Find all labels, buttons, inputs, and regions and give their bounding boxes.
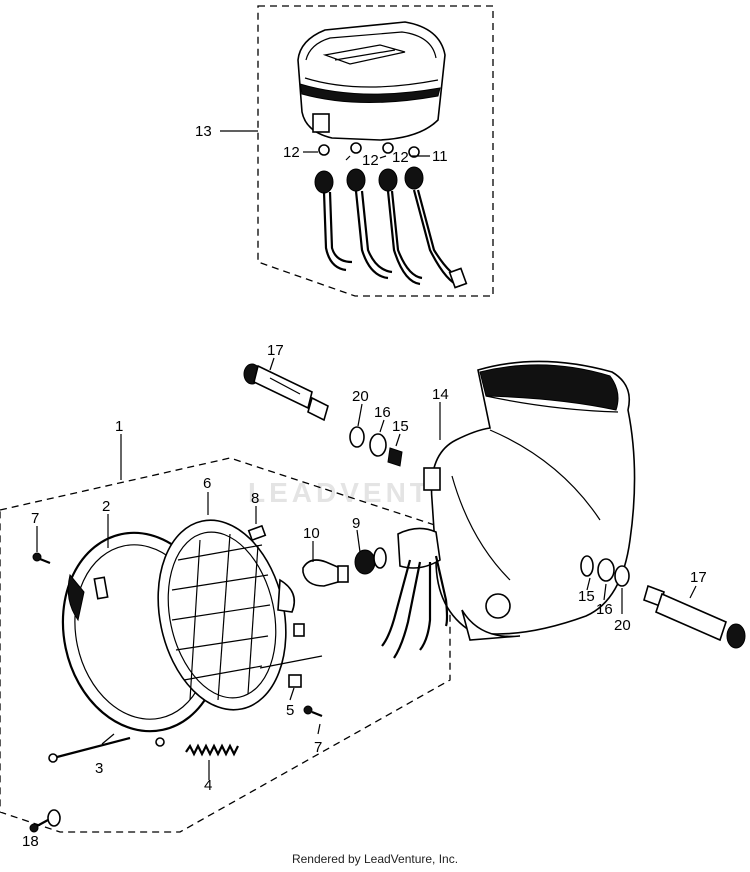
headlight-assembly: 1 2 3 4 5 6 7 7 8 9 10 14 15 15 16 16 17…	[0, 342, 746, 850]
washer-16-lower-part	[597, 558, 615, 582]
collar-15-upper-part	[387, 447, 403, 467]
bolt-17-lower-part	[643, 584, 746, 649]
callout-12-a: 12	[283, 144, 300, 161]
callout-3: 3	[95, 760, 103, 777]
spring-4-part	[185, 743, 239, 757]
callout-6: 6	[203, 475, 211, 492]
callout-7-left: 7	[31, 510, 39, 527]
callout-20-upper: 20	[352, 388, 369, 405]
callout-11: 11	[432, 148, 448, 165]
callout-14: 14	[432, 386, 449, 403]
headlight-assembly-border	[0, 457, 451, 833]
callout-4: 4	[204, 777, 212, 794]
callout-5: 5	[286, 702, 294, 719]
callout-17-lower: 17	[690, 569, 707, 586]
bolt-17-upper-part	[243, 363, 329, 422]
collar-15-lower-part	[580, 555, 594, 577]
washer-20-upper-part	[349, 426, 365, 448]
screw-7-lower-part	[303, 705, 323, 718]
washer-20-lower-part	[614, 565, 630, 587]
speedometer-inset-border	[257, 5, 494, 297]
nut-5-part	[288, 674, 302, 688]
clip-8-part	[247, 524, 267, 542]
callout-18: 18	[22, 833, 39, 850]
callout-10: 10	[303, 525, 320, 542]
callout-15-lower: 15	[578, 588, 595, 605]
headlight-lens-part	[157, 519, 323, 711]
callout-7-lower: 7	[314, 739, 322, 756]
washer-16-upper-part	[369, 433, 387, 457]
callout-1: 1	[115, 418, 123, 435]
callout-9: 9	[352, 515, 360, 532]
callout-20-lower: 20	[614, 617, 631, 634]
bulb-sockets-part	[314, 142, 468, 289]
screw-18-part	[29, 809, 61, 833]
headlight-case-part	[423, 360, 636, 641]
bulb-10-part	[302, 559, 349, 587]
callout-16-upper: 16	[374, 404, 391, 421]
screw-3-part	[48, 736, 131, 763]
callout-17-upper: 17	[267, 342, 284, 359]
speedometer-inset: 13 12 12 12 11	[195, 5, 494, 297]
speedometer-part	[297, 21, 446, 141]
screw-7-left-part	[32, 552, 51, 565]
callout-8: 8	[251, 490, 259, 507]
callout-12-b: 12	[362, 152, 379, 169]
callout-2: 2	[102, 498, 110, 515]
footer-credit: Rendered by LeadVenture, Inc.	[291, 852, 459, 866]
callout-15-upper: 15	[392, 418, 409, 435]
callout-13: 13	[195, 123, 212, 140]
callout-12-c: 12	[392, 149, 409, 166]
socket-9-part	[354, 547, 387, 575]
socket-holder-part	[381, 527, 449, 659]
callout-16-lower: 16	[596, 601, 613, 618]
